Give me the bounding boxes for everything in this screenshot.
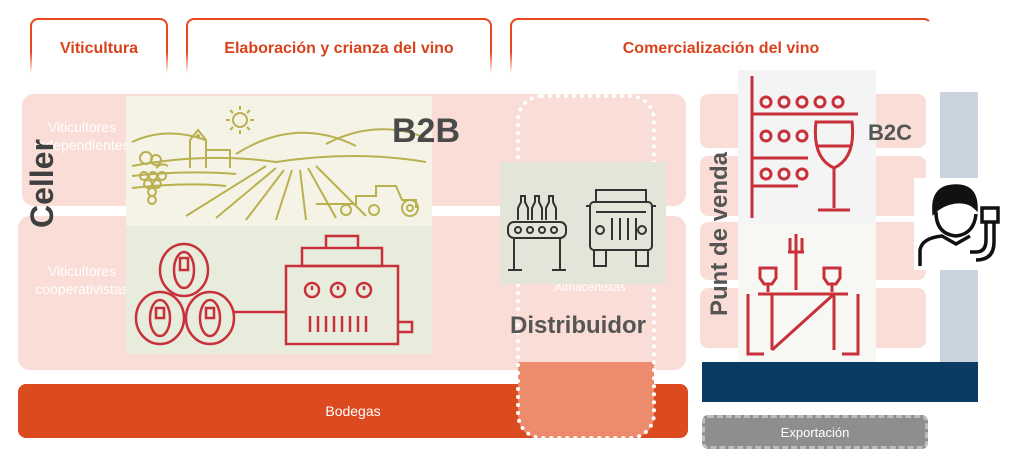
sun-icon	[226, 106, 254, 134]
b2b-label: B2B	[392, 112, 461, 150]
barrels-icon	[134, 242, 236, 346]
punt-de-venda-label: Punt de venda	[706, 151, 733, 316]
stage-comercializacion: Comercialización del vino	[508, 18, 934, 82]
tractor-icon	[316, 185, 419, 217]
exportacion-bar: Exportación	[702, 415, 928, 449]
winery-illustration	[126, 226, 432, 354]
grapes-icon	[139, 163, 169, 205]
bottling-conveyor-icon	[507, 195, 567, 271]
consumer-icon	[918, 184, 1000, 266]
winery-machine-icon	[234, 234, 414, 346]
stage-viticultura: Viticultura	[28, 18, 170, 82]
distribuidor-illustration	[500, 162, 666, 284]
restaurant-illustration	[738, 224, 876, 362]
distribuidor-label: Distribuidor	[510, 312, 646, 339]
viticultores-cooperativistas-label: Viticultores cooperativistas	[35, 263, 129, 297]
b2c-label: B2C	[868, 120, 913, 145]
wine-glass-icon	[813, 120, 855, 212]
consumer-icon-box	[914, 178, 1004, 270]
navy-bar	[702, 362, 978, 402]
wine-rack-icon	[750, 76, 858, 218]
truck-icon	[586, 189, 656, 267]
stage-elaboracion: Elaboración y crianza del vino	[184, 18, 494, 82]
vineyard-icon	[131, 106, 427, 221]
viticultores-independientes-label: Viticultores independientes	[34, 119, 130, 153]
vineyard-illustration	[126, 96, 432, 226]
stage-label: Comercialización del vino	[622, 40, 820, 57]
stage-label: Elaboración y crianza del vino	[224, 40, 454, 57]
dining-table-icon	[746, 234, 860, 356]
celler-label: Celler	[24, 139, 60, 228]
stage-label: Viticultura	[60, 40, 138, 57]
wine-shop-illustration	[738, 70, 876, 224]
